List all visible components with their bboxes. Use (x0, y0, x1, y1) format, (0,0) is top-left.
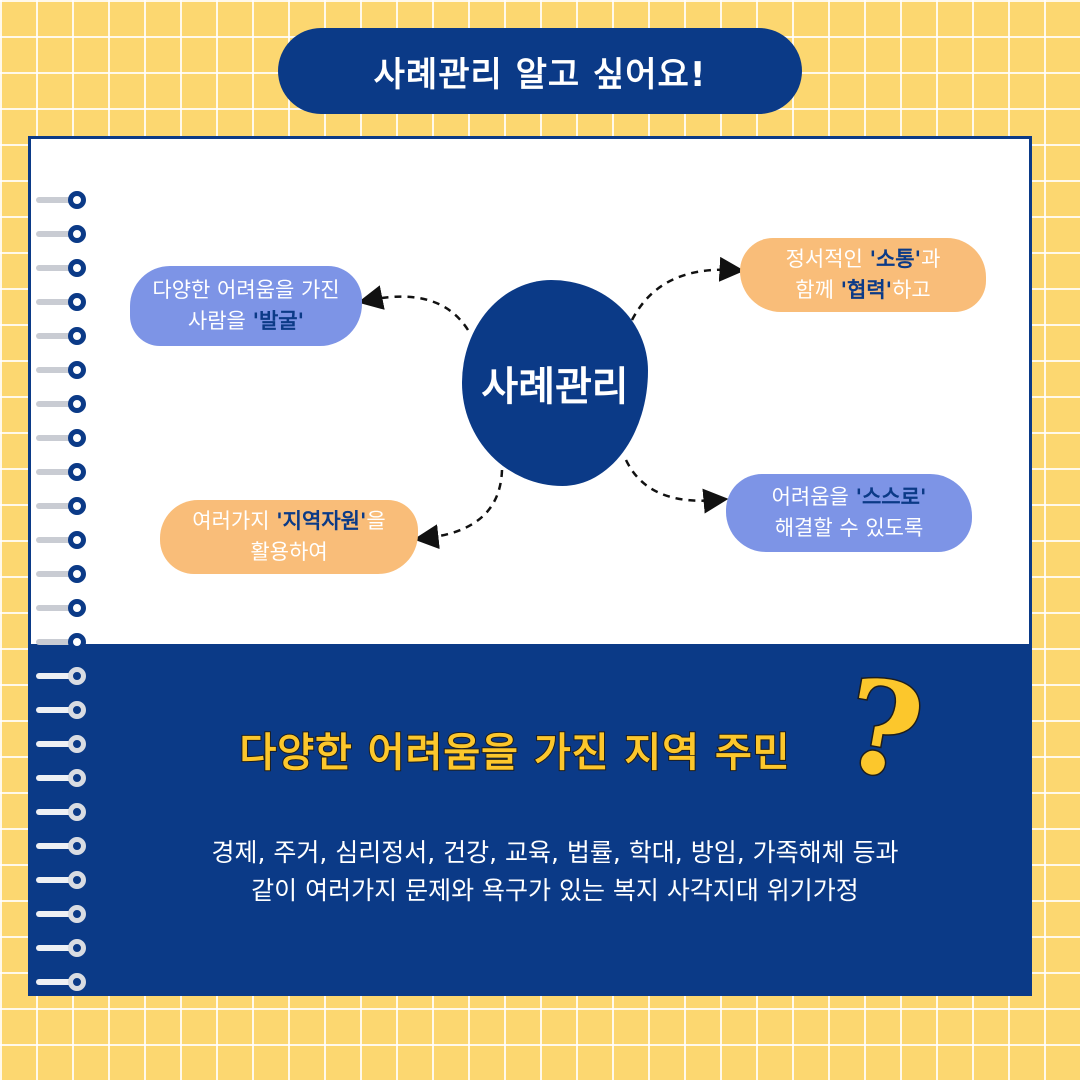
bubble-keyword: '발굴' (252, 309, 305, 333)
bubble-text: 어려움을 (771, 485, 856, 509)
spiral-ring (36, 462, 88, 482)
spiral-ring (36, 598, 88, 618)
spiral-ring (36, 326, 88, 346)
bubble-keyword: '스스로' (855, 485, 927, 509)
bubble-text-line: 정서적인 '소통'과 (786, 244, 941, 275)
spiral-ring (36, 734, 88, 754)
bubble-communicate: 정서적인 '소통'과 함께 '협력'하고 (740, 238, 986, 312)
info-headline: 다양한 어려움을 가진 지역 주민 (238, 729, 791, 777)
spiral-ring (36, 496, 88, 516)
spiral-ring (36, 904, 88, 924)
bubble-discover: 다양한 어려움을 가진 사람을 '발굴' (130, 266, 362, 346)
bubble-text-line: 함께 '협력'하고 (795, 275, 930, 306)
bubble-text-line: 다양한 어려움을 가진 (152, 278, 340, 302)
notebook-spiral-rings (36, 180, 92, 1020)
info-panel (28, 644, 1032, 996)
spiral-ring (36, 700, 88, 720)
bubble-keyword: '지역자원' (276, 509, 367, 533)
title-banner: 사례관리 알고 싶어요! (278, 28, 802, 114)
spiral-ring (36, 768, 88, 788)
spiral-ring (36, 224, 88, 244)
bubble-text: 함께 (795, 278, 841, 302)
spiral-ring (36, 530, 88, 550)
bubble-keyword: '소통' (869, 247, 922, 271)
spiral-ring (36, 190, 88, 210)
page-title: 사례관리 알고 싶어요! (373, 54, 707, 95)
bubble-text: 하고 (892, 278, 931, 302)
bubble-text-line: 어려움을 '스스로' (772, 482, 927, 513)
spiral-ring (36, 632, 88, 652)
bubble-text: 정서적인 (785, 247, 870, 271)
info-body-line: 같이 여러가지 문제와 욕구가 있는 복지 사각지대 위기가정 (251, 876, 859, 905)
bubble-resources: 여러가지 '지역자원'을 활용하여 (160, 500, 418, 574)
spiral-ring (36, 666, 88, 686)
bubble-text-line: 여러가지 '지역자원'을 (192, 506, 385, 537)
bubble-text: 사람을 (187, 309, 253, 333)
bubble-self-reliance: 어려움을 '스스로' 해결할 수 있도록 (726, 474, 972, 552)
spiral-ring (36, 972, 88, 992)
bubble-text-line: 활용하여 (250, 540, 328, 564)
spiral-ring (36, 394, 88, 414)
bubble-text-line: 해결할 수 있도록 (774, 516, 924, 540)
spiral-ring (36, 258, 88, 278)
info-body-line: 경제, 주거, 심리정서, 건강, 교육, 법률, 학대, 방임, 가족해체 등… (211, 838, 899, 867)
spiral-ring (36, 564, 88, 584)
bubble-keyword: '협력' (840, 278, 893, 302)
mindmap-center-node: 사례관리 (462, 280, 648, 486)
spiral-ring (36, 938, 88, 958)
spiral-ring (36, 836, 88, 856)
bubble-text: 과 (921, 247, 941, 271)
center-label: 사례관리 (481, 364, 629, 410)
spiral-ring (36, 802, 88, 822)
spiral-ring (36, 870, 88, 890)
bubble-text: 을 (366, 509, 386, 533)
bubble-text: 여러가지 (192, 509, 277, 533)
info-body: 경제, 주거, 심리정서, 건강, 교육, 법률, 학대, 방임, 가족해체 등… (60, 834, 1050, 910)
bubble-text-line: 사람을 '발굴' (188, 306, 304, 337)
spiral-ring (36, 428, 88, 448)
spiral-ring (36, 292, 88, 312)
spiral-ring (36, 360, 88, 380)
